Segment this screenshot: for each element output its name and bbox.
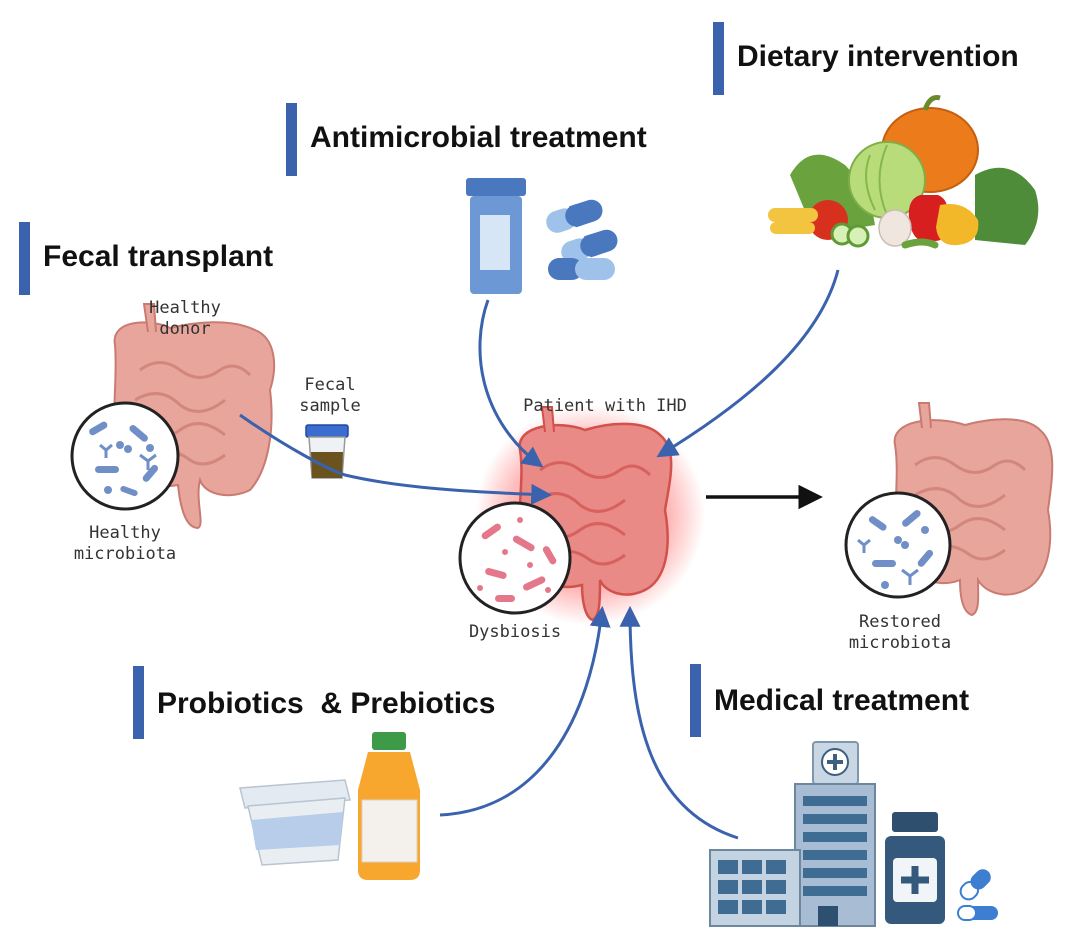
arrow-antimicrobial-to-patient [478,299,544,468]
label-healthy-microbiota-line1: Healthy [89,523,161,543]
medical-pills-icon [957,869,998,921]
heading-bar-antimicrobial [286,103,297,176]
restored-microbiota-circle [844,491,952,599]
heading-dietary-intervention: Dietary intervention [737,40,1019,73]
label-dysbiosis: Dysbiosis [468,622,562,642]
yogurt-cup-icon [239,779,351,866]
heading-probiotics-prebiotics: Probiotics & Prebiotics [157,687,496,720]
label-restored-microbiota-line1: Restored [859,612,941,632]
heading-fecal-transplant: Fecal transplant [43,240,274,273]
heading-antimicrobial-treatment: Antimicrobial treatment [310,121,647,154]
fecal-sample-cup [305,424,349,479]
heading-bar-dietary [713,22,724,95]
arrow-dietary-to-patient [656,269,840,458]
heading-medical-treatment: Medical treatment [714,684,970,717]
label-healthy-microbiota: Healthy microbiota [60,523,190,565]
vegetables-illustration [768,95,1039,249]
arrow-fecal-to-patient [239,413,553,505]
arrow-medical-to-patient [619,605,739,840]
label-healthy-microbiota-line2: microbiota [73,544,177,564]
label-healthy-donor-line2: donor [159,319,211,339]
label-healthy-donor-line1: Healthy [149,298,221,318]
capsule-icons [546,199,618,280]
medicine-bottle-icon [885,812,945,924]
heading-bar-medical [690,664,701,737]
label-patient-with-ihd: Patient with IHD [523,396,687,416]
heading-bar-fecal [19,222,30,295]
dysbiosis-circle [458,501,572,615]
label-fecal-sample-line1: Fecal [304,375,356,395]
label-fecal-sample: Fecal sample [290,375,370,417]
juice-bottle-icon [358,732,420,880]
label-restored-microbiota-line2: microbiota [848,633,952,653]
label-restored-microbiota: Restored microbiota [835,612,965,654]
label-fecal-sample-line2: sample [299,396,361,416]
antibiotic-bottle-icon [466,178,526,294]
arrow-probiotics-to-patient [439,605,611,817]
hospital-building-icon [709,741,876,927]
healthy-microbiota-circle [70,401,180,511]
heading-bar-probiotics [133,666,144,739]
label-healthy-donor: Healthy donor [135,298,235,340]
